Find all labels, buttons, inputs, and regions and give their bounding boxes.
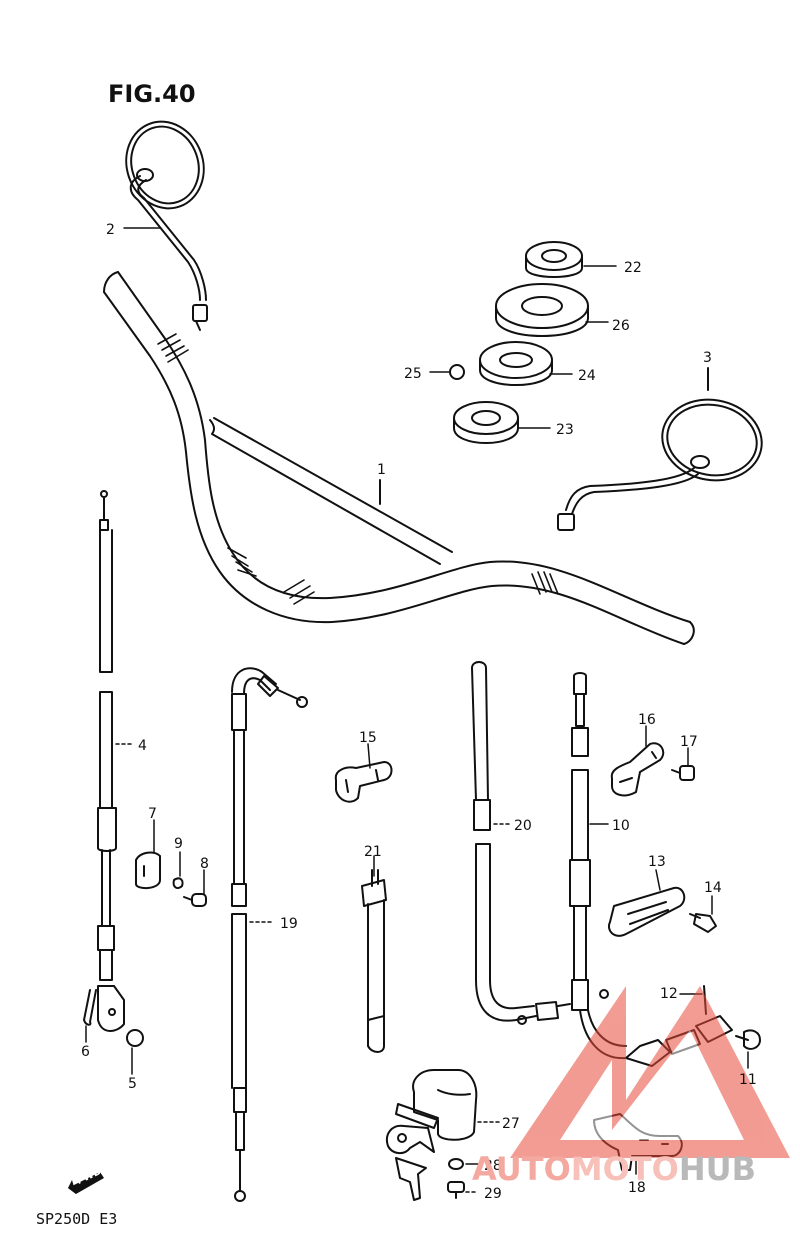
- strap-21: [361, 869, 387, 1053]
- callout-12: 12: [660, 986, 678, 1002]
- throttle-cable-19: [231, 667, 308, 1202]
- ring-24: [479, 341, 553, 386]
- left-mirror: [125, 120, 208, 331]
- callout-19: 19: [280, 916, 298, 932]
- callout-6: 6: [81, 1044, 90, 1060]
- callout-22: 22: [624, 260, 642, 276]
- cotter-pin-6: [83, 989, 97, 1026]
- washer-9: [172, 877, 184, 889]
- plate-13: [608, 886, 686, 937]
- callout-28: 28: [484, 1158, 502, 1174]
- callout-1: 1: [377, 462, 386, 478]
- ring-23: [453, 401, 519, 444]
- figure-title: FIG.40: [108, 80, 196, 108]
- callout-9: 9: [174, 836, 183, 852]
- callout-layer: 1234567891011121314151617181920212223242…: [81, 222, 757, 1202]
- callout-21: 21: [364, 844, 382, 860]
- callout-20: 20: [514, 818, 532, 834]
- callout-15: 15: [359, 730, 377, 746]
- callout-14: 14: [704, 880, 722, 896]
- pin-5: [126, 1029, 144, 1047]
- ring-26: [495, 283, 589, 337]
- callout-26: 26: [612, 318, 630, 334]
- watermark-part-hub: HUB: [678, 1150, 757, 1188]
- screw-29: [447, 1181, 465, 1199]
- watermark-logo: [510, 986, 790, 1158]
- callout-13: 13: [648, 854, 666, 870]
- callout-23: 23: [556, 422, 574, 438]
- callout-24: 24: [578, 368, 596, 384]
- cable-20: [471, 661, 571, 1025]
- callout-5: 5: [128, 1076, 137, 1092]
- callout-11: 11: [739, 1072, 757, 1088]
- bolt-14: [689, 913, 717, 933]
- callout-16: 16: [638, 712, 656, 728]
- washer-28: [448, 1158, 464, 1170]
- bracket-16: [610, 742, 665, 797]
- grommet-22: [525, 241, 583, 278]
- ignition-switch-27: [386, 1069, 478, 1201]
- right-mirror: [557, 398, 763, 531]
- watermark-part-auto: AUTO: [472, 1150, 571, 1188]
- clutch-cable-4: [97, 490, 125, 1032]
- footer-code: SP250D E3: [36, 1210, 118, 1228]
- callout-3: 3: [703, 350, 712, 366]
- leader-lines: [85, 227, 749, 1193]
- callout-27: 27: [502, 1116, 520, 1132]
- callout-8: 8: [200, 856, 209, 872]
- watermark-text: AUTOMOTOHUB: [472, 1150, 756, 1188]
- ball-25: [449, 364, 465, 380]
- callout-25: 25: [404, 366, 422, 382]
- callout-4: 4: [138, 738, 147, 754]
- cable-10: [569, 672, 627, 1060]
- callout-17: 17: [680, 734, 698, 750]
- callout-10: 10: [612, 818, 630, 834]
- fwd-arrow: FWD: [66, 1166, 106, 1194]
- callout-29: 29: [484, 1186, 502, 1202]
- clamp-15: [334, 761, 393, 803]
- bolt-17: [671, 765, 695, 781]
- bracket-7: [135, 851, 161, 890]
- handlebar: [103, 271, 695, 645]
- watermark-part-moto: MOTO: [570, 1150, 679, 1188]
- callout-18: 18: [628, 1180, 646, 1196]
- callout-7: 7: [148, 806, 157, 822]
- callout-2: 2: [106, 222, 115, 238]
- screw-8: [183, 893, 207, 907]
